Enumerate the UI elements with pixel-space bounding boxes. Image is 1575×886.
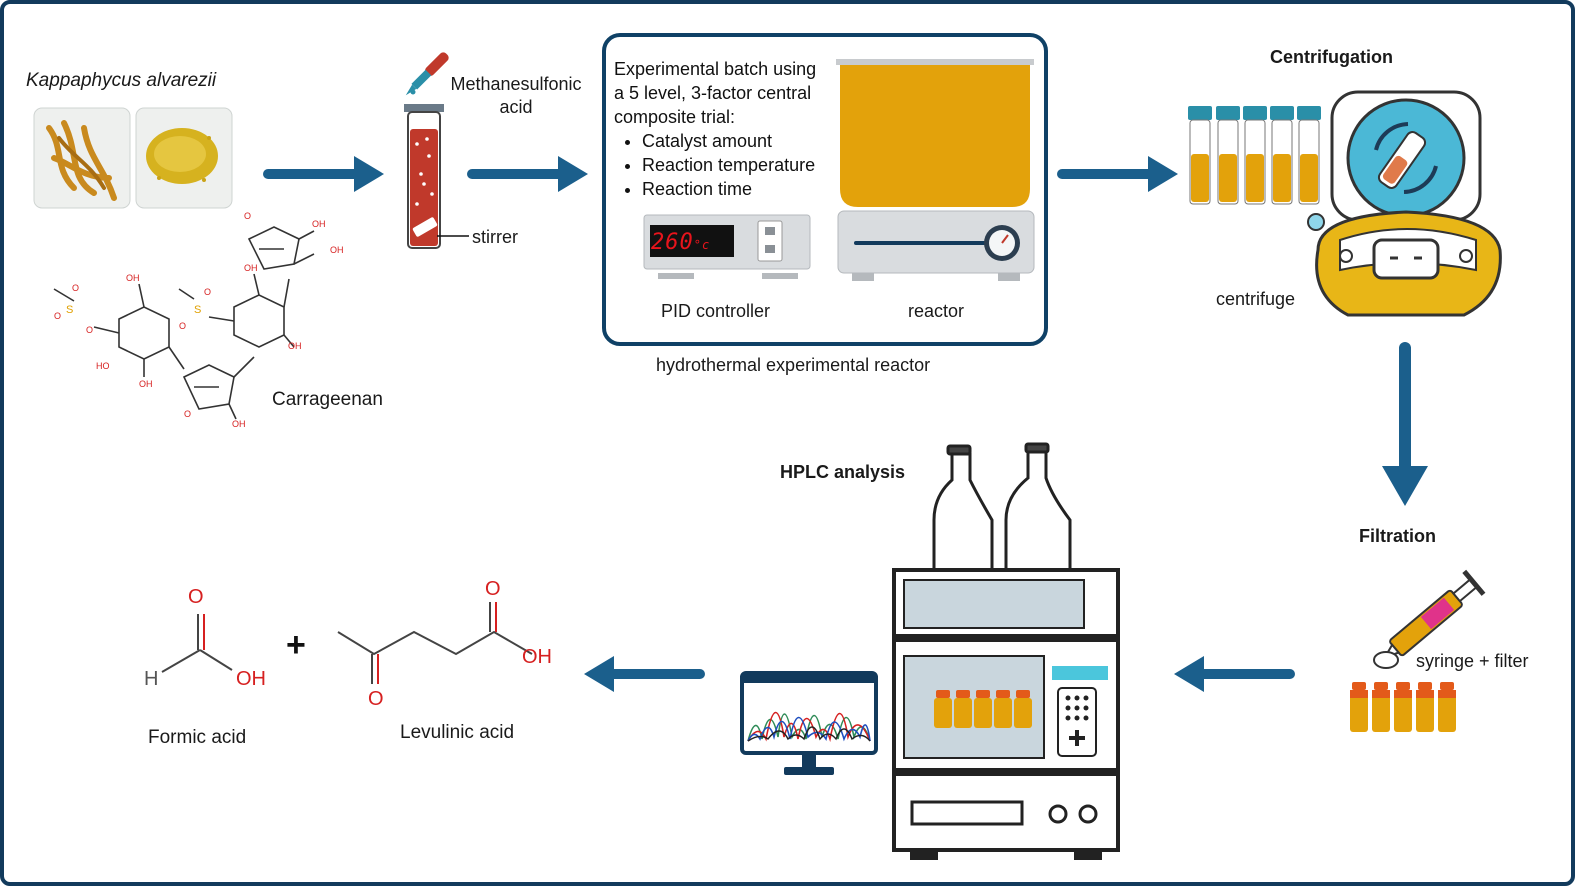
- carrageenan-label: Carrageenan: [272, 389, 383, 410]
- formic-oh-atom: OH: [236, 668, 266, 690]
- batch-description: Experimental batch using a 5 level, 3-fa…: [614, 57, 836, 201]
- svg-text:OH: OH: [312, 219, 326, 229]
- svg-text:O: O: [179, 321, 186, 331]
- species-label: Kappaphycus alvarezii: [26, 70, 217, 91]
- acid-label-line2: acid: [499, 96, 533, 117]
- sample-vials: [1350, 682, 1456, 732]
- arrow-to-centrifugation: [1057, 156, 1178, 192]
- arrow-to-reactor: [467, 156, 588, 192]
- temperature-display: 260°c: [651, 230, 710, 255]
- arrow-to-acid: [263, 156, 384, 192]
- svg-text:HO: HO: [96, 361, 110, 371]
- svg-text:O: O: [244, 211, 251, 221]
- acid-label-line1: Methanesulfonic: [450, 74, 582, 94]
- levulinic-oh-atom: OH: [522, 646, 552, 668]
- formic-h-atom: H: [144, 668, 159, 690]
- svg-text:O: O: [204, 287, 211, 297]
- svg-text:O: O: [72, 283, 79, 293]
- syringe-filter: [1373, 569, 1486, 669]
- arrow-to-filtration: [1382, 342, 1428, 506]
- svg-text:OH: OH: [244, 263, 258, 273]
- syringe-label: syringe + filter: [1416, 651, 1529, 671]
- factor-list: Catalyst amount Reaction temperature Rea…: [614, 129, 836, 201]
- svg-text:OH: OH: [232, 419, 246, 429]
- centrifuge-label: centrifuge: [1216, 289, 1296, 309]
- hplc-instrument: [892, 442, 1120, 860]
- levulinic-ketone-o: O: [368, 688, 384, 710]
- hydrothermal-reactor-panel: Experimental batch using a 5 level, 3-fa…: [602, 33, 1048, 346]
- levulinic-acid-label: Levulinic acid: [400, 722, 515, 743]
- pid-label: PID controller: [661, 301, 771, 321]
- seaweed-photos: [33, 107, 233, 209]
- arrow-to-hplc: [1174, 656, 1295, 692]
- display-value: 260: [651, 230, 694, 255]
- pid-controller: [643, 214, 811, 279]
- svg-text:S: S: [194, 304, 201, 316]
- stirrer-label: stirrer: [472, 227, 518, 247]
- batch-text-line2: a 5 level, 3-factor central: [614, 83, 812, 103]
- centrifugation-title: Centrifugation: [1270, 47, 1393, 67]
- formic-acid-label: Formic acid: [148, 727, 247, 748]
- reactor-vessel: [836, 59, 1035, 281]
- factor-item: Reaction time: [642, 177, 836, 201]
- acid-test-tube: [404, 52, 469, 249]
- reactor-label: reactor: [908, 301, 965, 321]
- plus-sign: +: [286, 626, 306, 664]
- acid-label: Methanesulfonic acid: [448, 73, 584, 118]
- svg-text:S: S: [66, 304, 73, 316]
- formic-acid-structure: [161, 614, 233, 673]
- svg-text:OH: OH: [330, 245, 344, 255]
- carrageenan-structure: S S O O O O O OH OH HO OH OH OH OH OH O O: [53, 211, 344, 429]
- svg-text:OH: OH: [126, 273, 140, 283]
- hplc-title: HPLC analysis: [780, 462, 906, 482]
- svg-text:O: O: [86, 325, 93, 335]
- display-unit: °c: [693, 238, 711, 252]
- levulinic-acid-structure: [337, 602, 533, 684]
- centrifuge-machine: [1307, 90, 1502, 317]
- factor-item: Reaction temperature: [642, 153, 836, 177]
- batch-text-line1: Experimental batch using: [614, 59, 817, 79]
- chromatogram-monitor: [740, 671, 878, 775]
- arrow-to-products: [584, 656, 705, 692]
- svg-text:O: O: [54, 311, 61, 321]
- filtration-title: Filtration: [1359, 526, 1436, 546]
- factor-item: Catalyst amount: [642, 129, 836, 153]
- svg-text:OH: OH: [288, 341, 302, 351]
- svg-text:O: O: [184, 409, 191, 419]
- svg-text:OH: OH: [139, 379, 153, 389]
- reactor-caption: hydrothermal experimental reactor: [656, 355, 931, 375]
- centrifuge-tubes: [1188, 106, 1321, 205]
- batch-text-line3: composite trial:: [614, 107, 736, 127]
- levulinic-acid-o: O: [485, 578, 501, 600]
- formic-o-atom: O: [188, 586, 204, 608]
